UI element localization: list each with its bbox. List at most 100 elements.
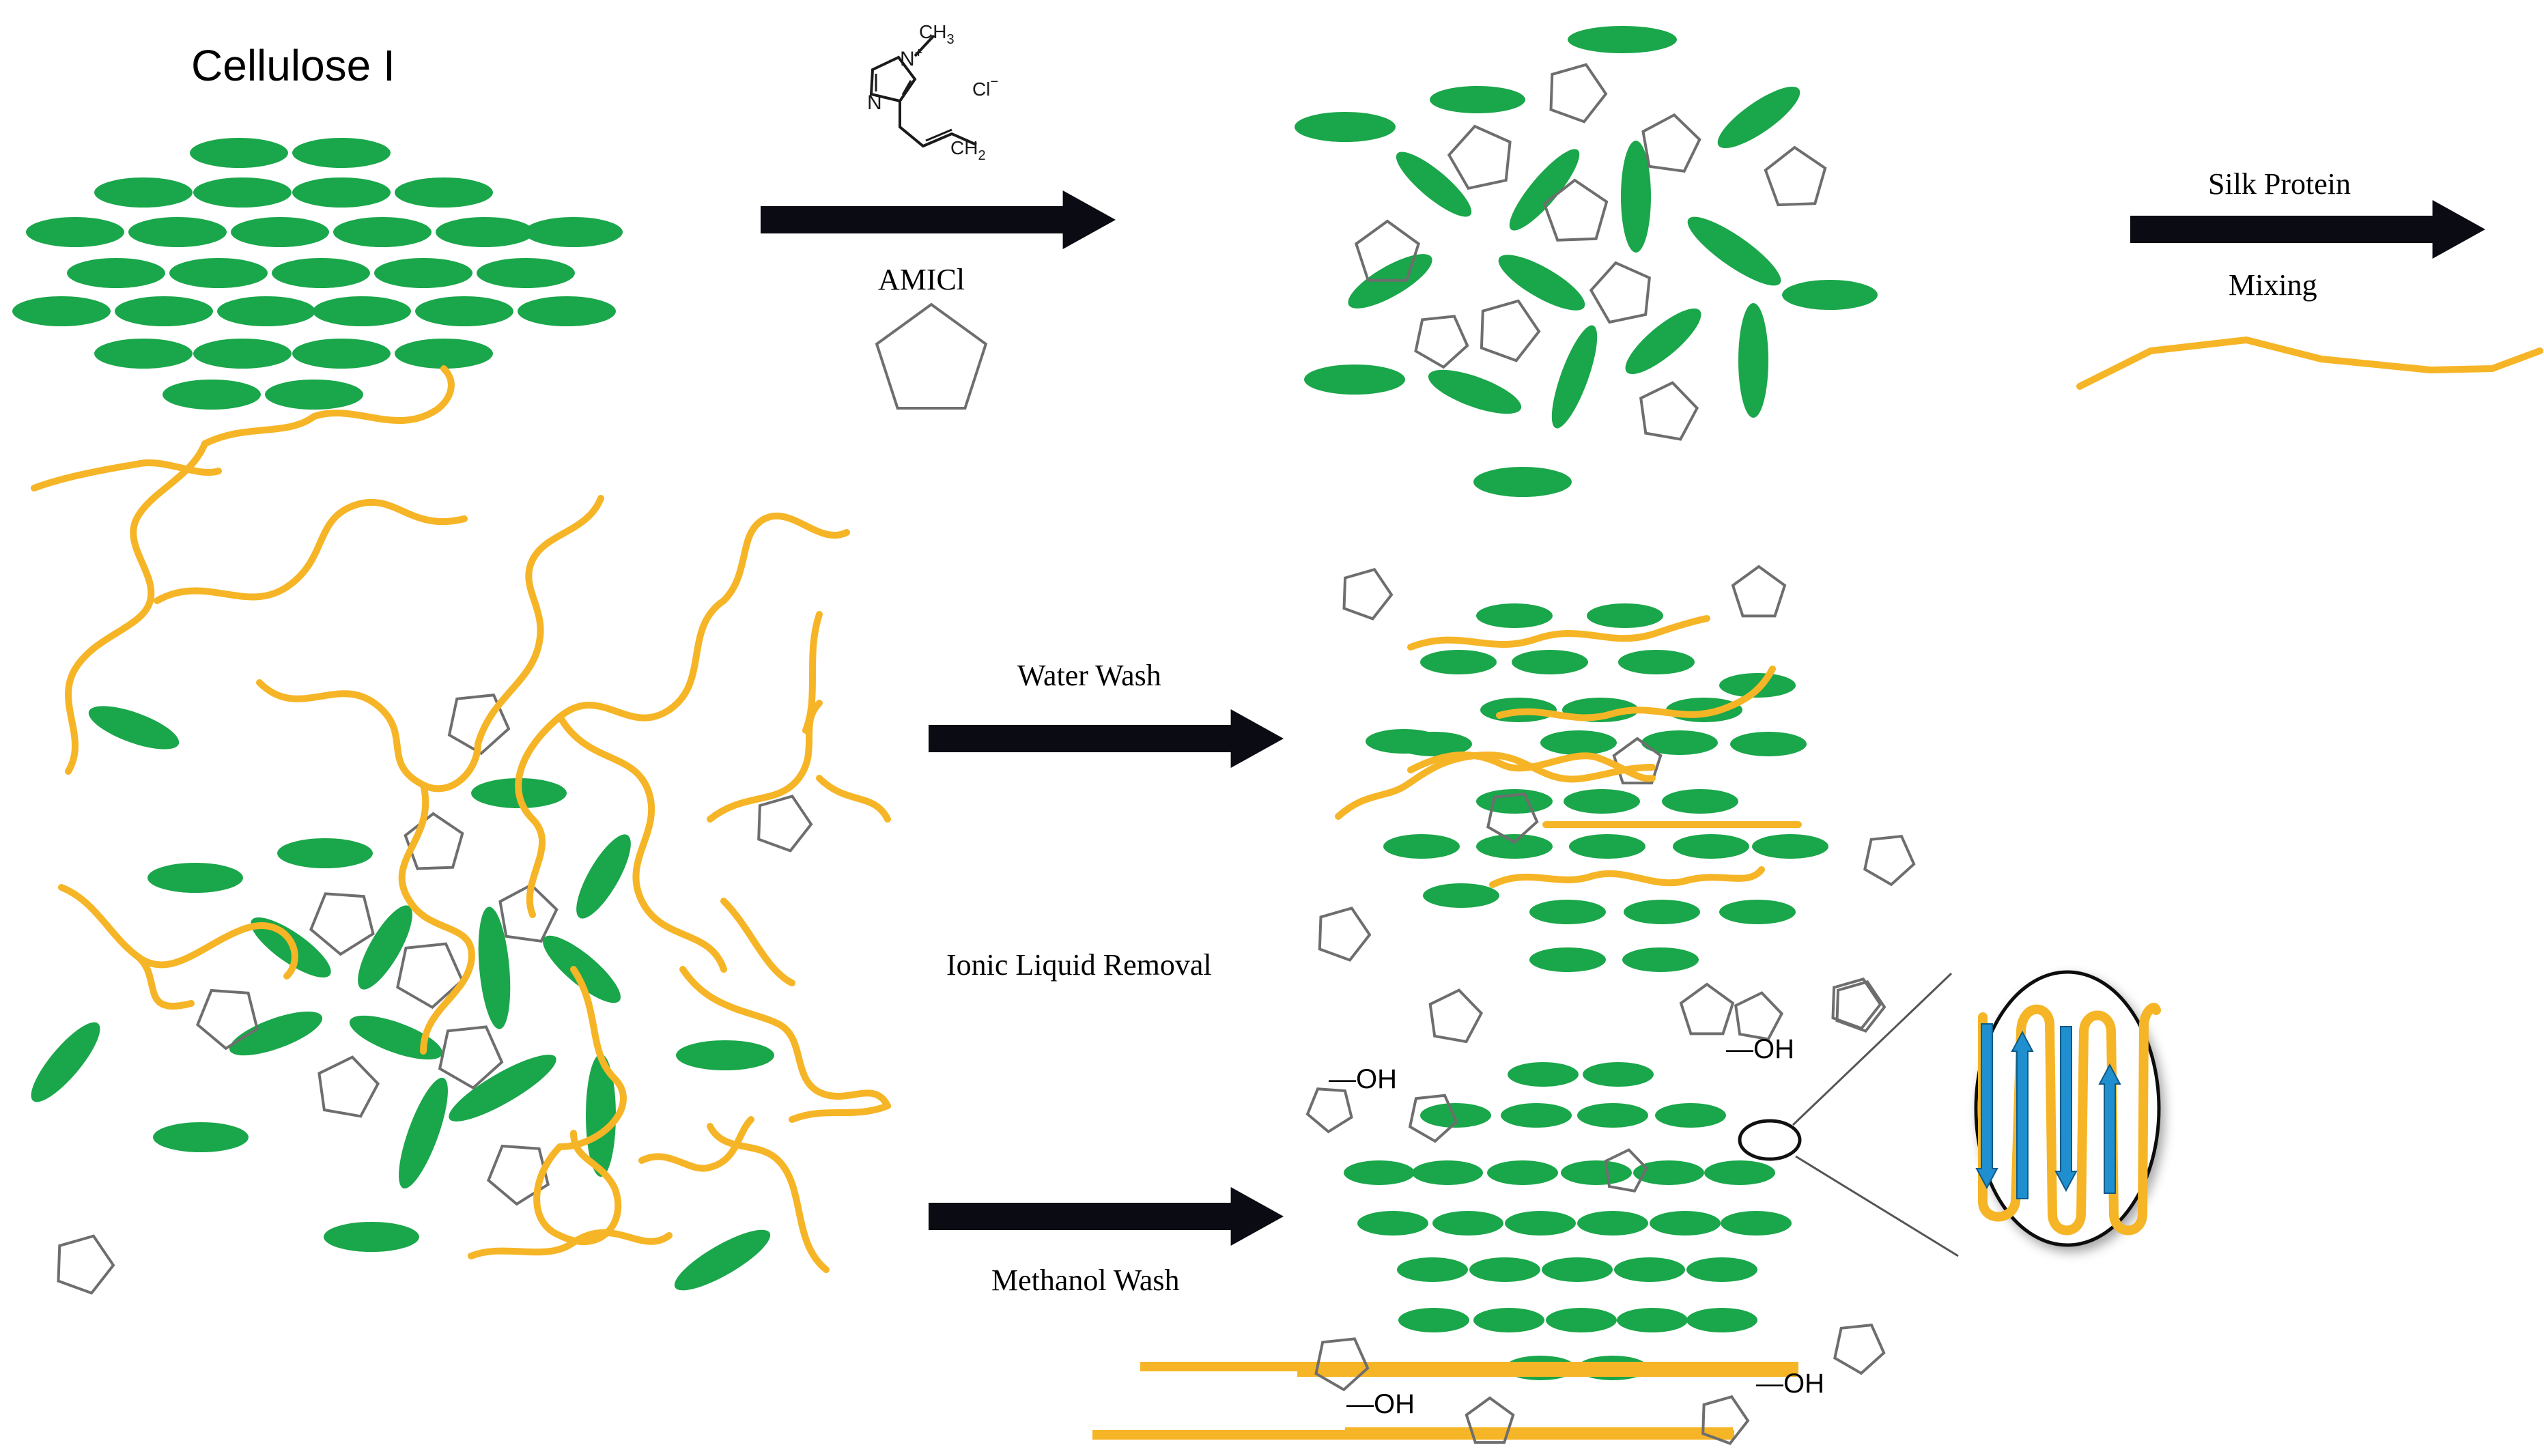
cellulose-chain xyxy=(1529,947,1606,972)
up-arrow-icon xyxy=(2098,1063,2121,1194)
cellulose-chain xyxy=(1686,1257,1757,1282)
ionic-liquid-pentagon xyxy=(1305,1087,1353,1134)
cellulose-chain xyxy=(1583,1062,1654,1087)
ionic-liquid-pentagon xyxy=(1612,737,1663,785)
cellulose-chain xyxy=(1717,86,1800,149)
water-wash-label: Water Wash xyxy=(1017,659,1161,692)
cellulose-chain xyxy=(292,339,391,369)
hydroxyl-label-1: —OH xyxy=(1329,1064,1397,1094)
cellulose-chain xyxy=(115,296,213,326)
ionic-liquid-pentagon xyxy=(196,988,259,1051)
cellulose-chain xyxy=(1782,280,1878,310)
beta-sheet-strand xyxy=(1978,1003,2161,1236)
methanol-washed-composite xyxy=(1092,977,1886,1445)
cellulose-chain xyxy=(576,834,631,919)
cellulose-chain xyxy=(477,258,575,288)
cellulose-chain xyxy=(1512,650,1588,674)
ionic-liquid-pentagon xyxy=(447,694,511,756)
water-washed-composite xyxy=(1318,565,1916,1033)
ionic-liquid-pentagon xyxy=(1314,1337,1370,1392)
cellulose-chain xyxy=(1505,1211,1576,1236)
cellulose-chain xyxy=(12,296,111,326)
cellulose-chain xyxy=(415,296,513,326)
minus-charge: − xyxy=(990,74,998,89)
cellulose-i-crystal xyxy=(12,138,623,410)
arrow-shape xyxy=(929,709,1284,768)
cellulose-chain xyxy=(1738,303,1768,418)
cellulose-chain xyxy=(1420,650,1497,674)
cellulose-chain xyxy=(193,177,292,208)
cellulose-chain xyxy=(478,907,511,1029)
cellulose-chain xyxy=(1501,1103,1572,1128)
hydroxyl-label-2: —OH xyxy=(1726,1034,1794,1064)
cellulose-chain xyxy=(26,217,124,247)
plus-charge: + xyxy=(915,46,923,61)
cellulose-chain xyxy=(676,1040,774,1070)
ionic-liquid-pentagon xyxy=(1734,991,1784,1041)
cellulose-chain xyxy=(395,177,493,208)
cellulose-chain xyxy=(1564,789,1640,814)
cellulose-chain xyxy=(1687,216,1781,286)
ionic-liquid-pentagon xyxy=(1679,982,1735,1036)
cellulose-chain xyxy=(1587,603,1663,628)
cellulose-chain xyxy=(1357,1211,1428,1236)
cellulose-chain xyxy=(1304,365,1405,395)
cellulose-chain xyxy=(1577,1103,1648,1128)
ionic-liquid-pentagon xyxy=(1480,299,1541,362)
cellulose-silk-mixture xyxy=(31,694,813,1295)
arrow-shape xyxy=(761,190,1116,249)
pentagon-icon xyxy=(875,302,988,410)
cellulose-chain xyxy=(349,1015,443,1060)
cellulose-chain xyxy=(524,217,623,247)
cellulose-chain xyxy=(1618,650,1695,674)
amicl-label: AMICl xyxy=(878,263,965,296)
ionic-liquid-pentagon xyxy=(396,942,464,1010)
cellulose-chain xyxy=(1476,789,1553,814)
ionic-liquid-pentagon xyxy=(1428,988,1484,1044)
cellulose-chain xyxy=(313,296,411,326)
cellulose-chain xyxy=(518,296,616,326)
cellulose-chain xyxy=(1473,467,1572,497)
ionic-liquid-pentagon xyxy=(1731,565,1787,618)
beta-sheet-arrows xyxy=(1975,1023,2121,1199)
right-arrow-icon xyxy=(929,709,1284,768)
cl-text: Cl xyxy=(972,78,990,100)
cellulose-chain xyxy=(1396,152,1472,217)
ionic-liquid-pentagon xyxy=(317,1055,380,1118)
right-arrow-icon xyxy=(761,190,1116,410)
hydroxyl-label-4: —OH xyxy=(1756,1369,1824,1399)
cellulose-chain xyxy=(229,1011,323,1056)
cellulose-chain xyxy=(265,380,363,410)
cellulose-chain xyxy=(1397,1257,1468,1282)
cellulose-chain xyxy=(1641,730,1718,755)
ionic-liquid-pentagon xyxy=(1604,1148,1649,1193)
ionic-liquid-pentagon xyxy=(1318,907,1372,962)
cellulose-chain xyxy=(1469,1257,1540,1282)
ch3-text: CH xyxy=(919,21,946,42)
cellulose-chain xyxy=(1561,1160,1632,1185)
cellulose-chain xyxy=(193,339,292,369)
cellulose-chain xyxy=(1476,603,1553,628)
cellulose-chain xyxy=(231,217,329,247)
ionic-liquid-pentagon xyxy=(309,892,375,956)
cellulose-chain xyxy=(333,217,432,247)
cellulose-chain xyxy=(1686,1308,1757,1332)
mixing-label: Mixing xyxy=(2229,268,2317,302)
cellulose-chain xyxy=(1473,1308,1544,1332)
ionic-liquid-pentagon xyxy=(1764,145,1827,207)
cellulose-chain xyxy=(1420,1103,1491,1128)
ionic-liquid-pentagon xyxy=(1447,124,1512,190)
cellulose-chain xyxy=(272,258,370,288)
cellulose-chain xyxy=(128,217,227,247)
cellulose-chain xyxy=(1428,369,1522,414)
cellulose-chain xyxy=(1398,1308,1469,1332)
right-arrow-icon xyxy=(929,1187,1284,1246)
methanol-wash-label: Methanol Wash xyxy=(991,1264,1180,1297)
cellulose-chain xyxy=(1704,1160,1775,1185)
ionic-liquid-pentagon xyxy=(57,1234,115,1295)
cellulose-chain xyxy=(1542,1257,1613,1282)
cellulose-chain xyxy=(1673,834,1749,859)
cellulose-chain xyxy=(1366,729,1442,754)
